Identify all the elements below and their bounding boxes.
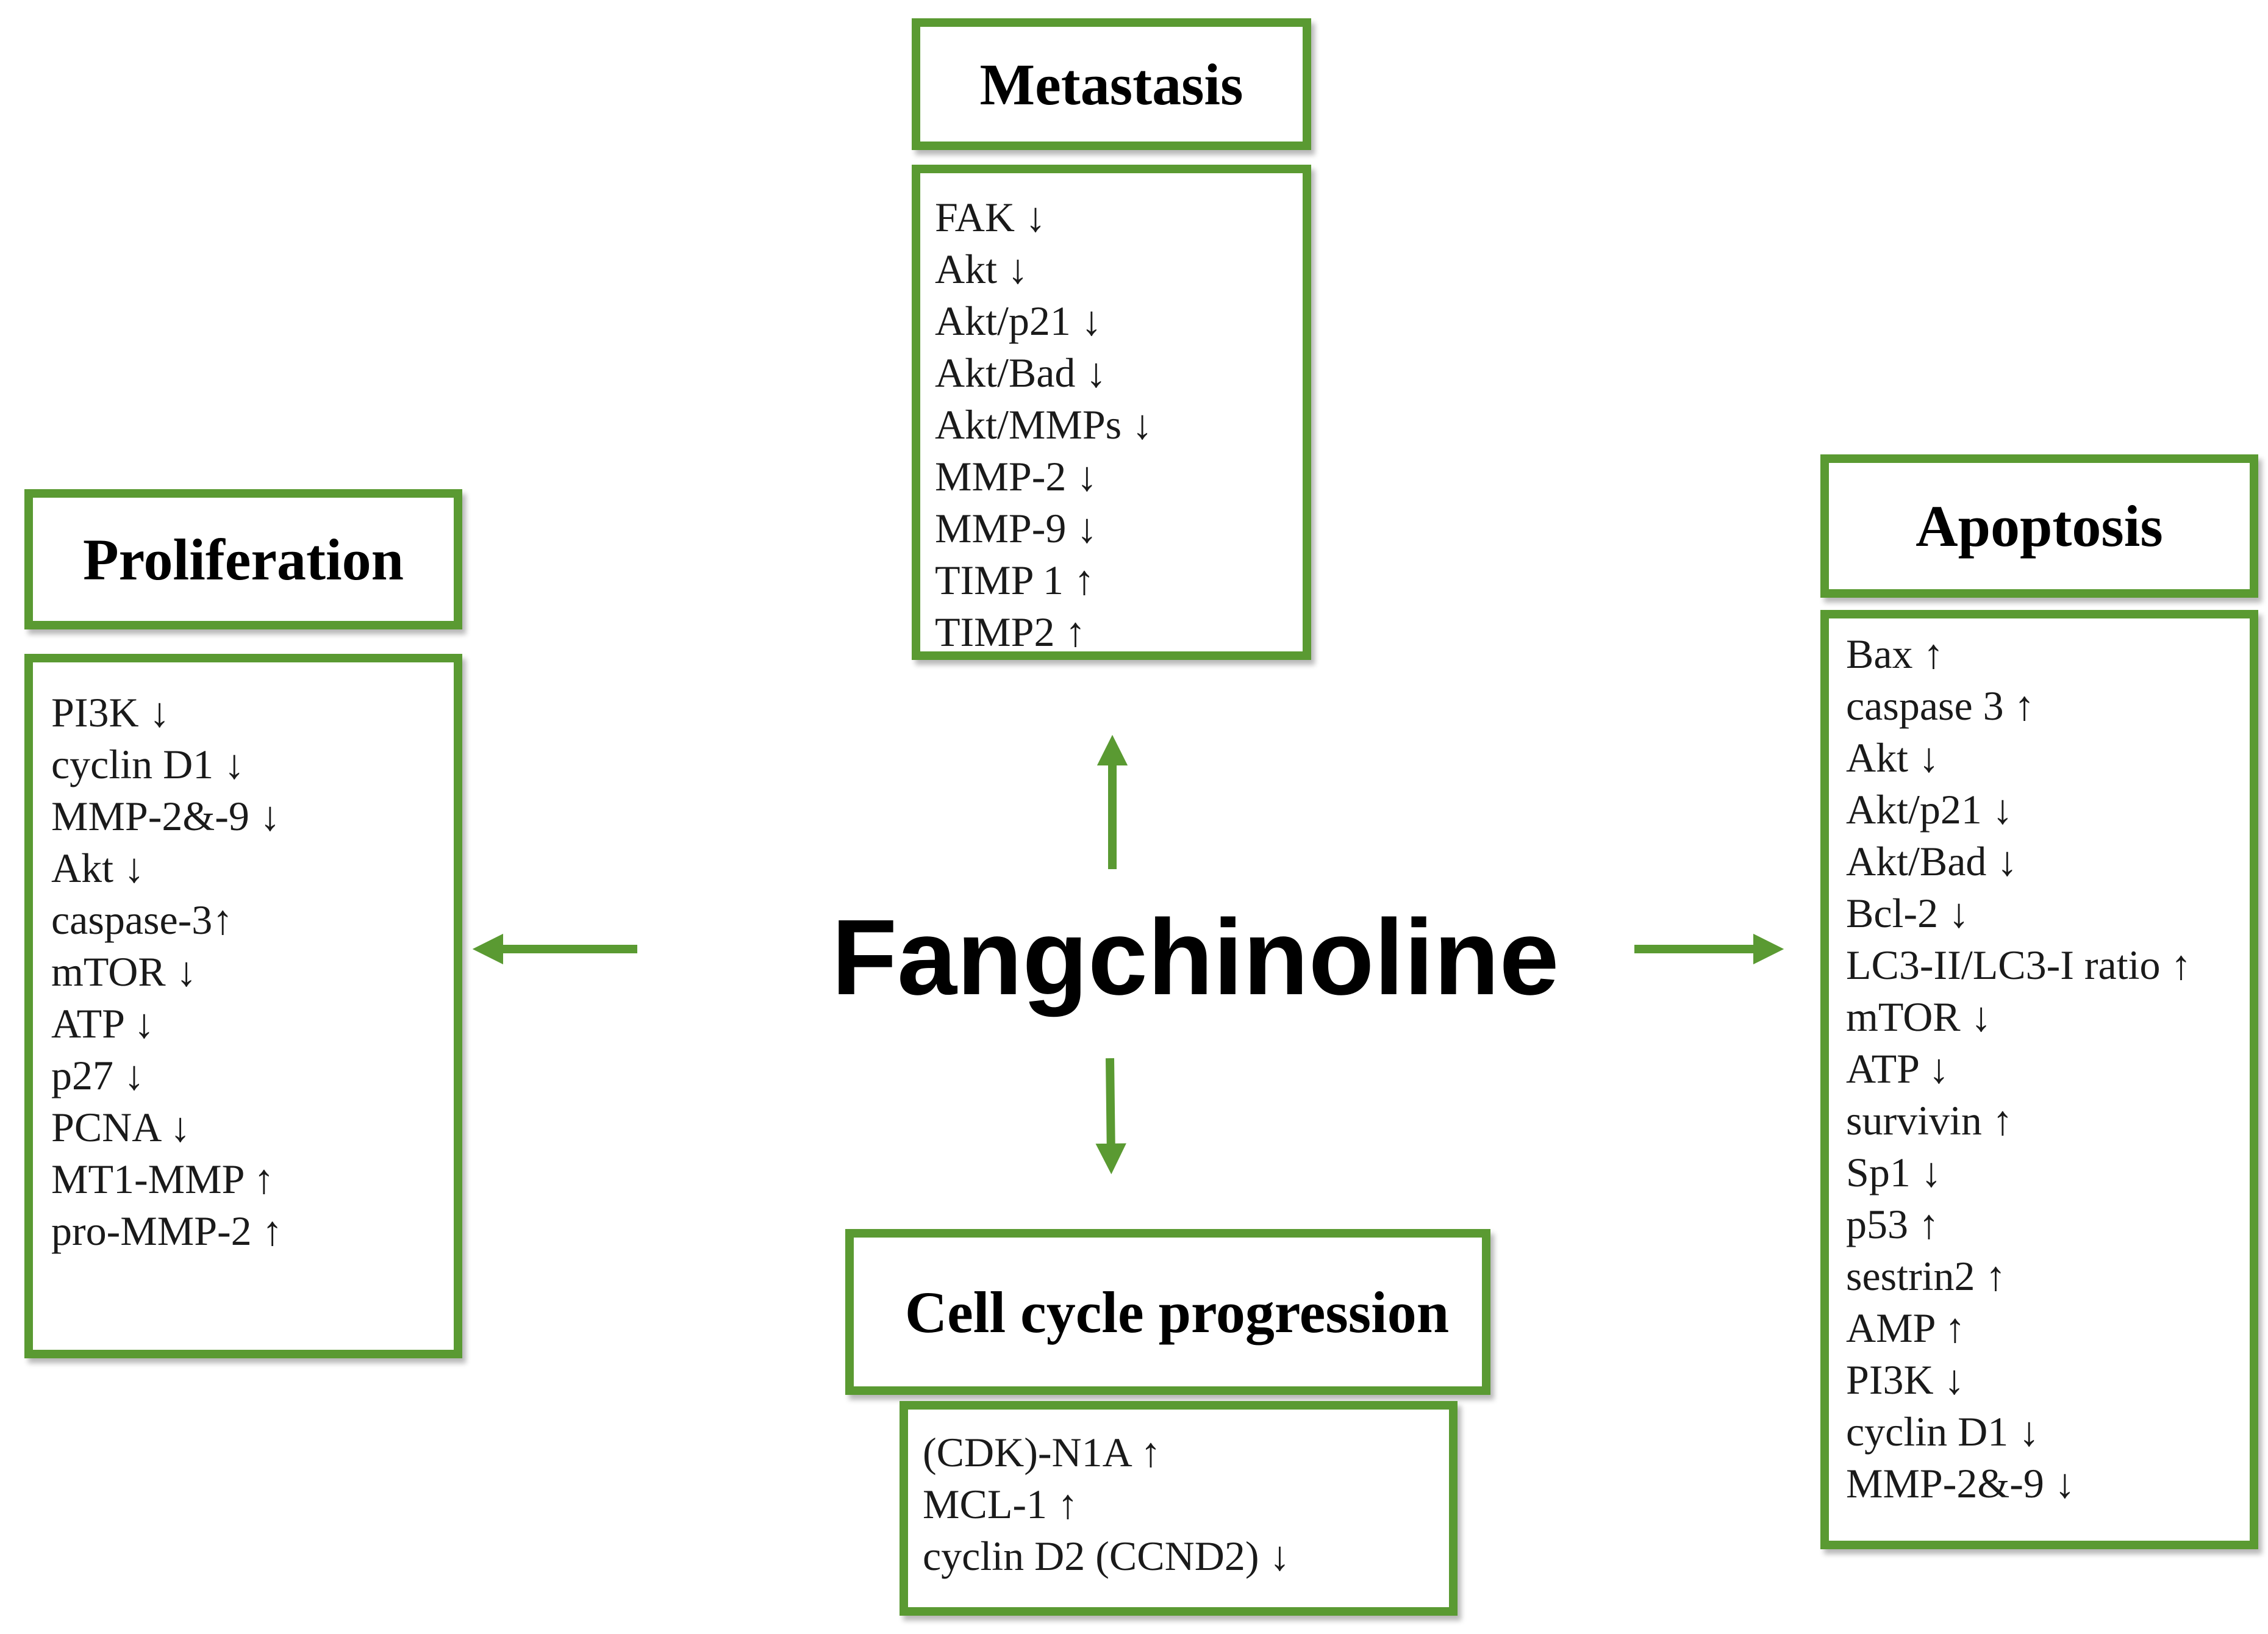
list-item: Akt ↓ [51, 845, 145, 891]
list-item: Akt/p21 ↓ [935, 298, 1102, 344]
list-item: cyclin D1 ↓ [1846, 1408, 2040, 1455]
metastasis-title: Metastasis [979, 51, 1243, 117]
cell-cycle-title: Cell cycle progression [904, 1279, 1450, 1345]
list-item: pro-MMP-2 ↑ [51, 1208, 283, 1254]
list-item: mTOR ↓ [51, 948, 197, 995]
list-item: MMP-2 ↓ [935, 453, 1098, 500]
list-item: Akt/Bad ↓ [1846, 838, 2018, 884]
metastasis-list: FAK ↓ Akt ↓ Akt/p21 ↓ Akt/Bad ↓ Akt/MMPs ↓ MM… [935, 192, 1303, 658]
center-compound-label: Fangchinoline [831, 898, 1559, 1017]
list-item: caspase-3↑ [51, 897, 234, 943]
list-item: FAK ↓ [935, 194, 1046, 240]
proliferation-list: PI3K ↓ cyclin D1 ↓ MMP-2&-9 ↓ Akt ↓ caspase-… [51, 687, 454, 1257]
apoptosis-title: Apoptosis [1916, 493, 2163, 559]
list-item: TIMP2 ↑ [935, 609, 1086, 655]
cell-cycle-list-box: (CDK)-N1A ↑ MCL-1 ↑ cyclin D2 (CCND2) ↓ [900, 1401, 1458, 1616]
cell-cycle-list: (CDK)-N1A ↑ MCL-1 ↑ cyclin D2 (CCND2) ↓ [923, 1427, 1449, 1582]
cell-cycle-title-box: Cell cycle progression [845, 1229, 1490, 1395]
list-item: LC3-II/LC3-I ratio ↑ [1846, 942, 2192, 988]
list-item: MT1-MMP ↑ [51, 1156, 274, 1202]
list-item: caspase 3 ↑ [1846, 683, 2035, 729]
list-item: cyclin D2 (CCND2) ↓ [923, 1533, 1290, 1579]
list-item: Akt/Bad ↓ [935, 349, 1107, 396]
list-item: PI3K ↓ [1846, 1356, 1965, 1403]
list-item: Bcl-2 ↓ [1846, 890, 1970, 936]
metastasis-list-box: FAK ↓ Akt ↓ Akt/p21 ↓ Akt/Bad ↓ Akt/MMPs ↓ MM… [912, 165, 1311, 660]
list-item: cyclin D1 ↓ [51, 741, 245, 787]
list-item: survivin ↑ [1846, 1097, 2013, 1144]
list-item: p53 ↑ [1846, 1201, 1939, 1247]
list-item: Akt ↓ [935, 246, 1028, 292]
list-item: MMP-9 ↓ [935, 505, 1098, 551]
list-item: p27 ↓ [51, 1052, 145, 1098]
list-item: MMP-2&-9 ↓ [51, 793, 281, 839]
list-item: ATP ↓ [51, 1000, 155, 1047]
list-item: Akt/p21 ↓ [1846, 786, 2013, 833]
metastasis-title-box: Metastasis [912, 18, 1311, 150]
list-item: Bax ↑ [1846, 631, 1944, 677]
list-item: (CDK)-N1A ↑ [923, 1429, 1161, 1475]
list-item: TIMP 1 ↑ [935, 557, 1095, 603]
list-item: Sp1 ↓ [1846, 1149, 1942, 1195]
apoptosis-title-box: Apoptosis [1820, 454, 2258, 598]
list-item: AMP ↑ [1846, 1305, 1966, 1351]
list-item: ATP ↓ [1846, 1045, 1950, 1092]
list-item: MMP-2&-9 ↓ [1846, 1460, 2075, 1507]
list-item: mTOR ↓ [1846, 994, 1992, 1040]
list-item: PI3K ↓ [51, 689, 170, 736]
apoptosis-list-box: Bax ↑ caspase 3 ↑ Akt ↓ Akt/p21 ↓ Akt/Bad ↓ B… [1820, 610, 2258, 1549]
proliferation-list-box: PI3K ↓ cyclin D1 ↓ MMP-2&-9 ↓ Akt ↓ caspase-… [24, 654, 462, 1358]
arrow-down-to-cell-cycle [1095, 1058, 1126, 1175]
proliferation-title-box: Proliferation [24, 489, 462, 629]
list-item: sestrin2 ↑ [1846, 1253, 2006, 1299]
list-item: Akt/MMPs ↓ [935, 401, 1153, 448]
apoptosis-list: Bax ↑ caspase 3 ↑ Akt ↓ Akt/p21 ↓ Akt/Bad ↓ B… [1846, 628, 2250, 1510]
list-item: Akt ↓ [1846, 734, 1939, 781]
list-item: PCNA ↓ [51, 1104, 191, 1150]
proliferation-title: Proliferation [82, 526, 404, 592]
list-item: MCL-1 ↑ [923, 1481, 1078, 1527]
